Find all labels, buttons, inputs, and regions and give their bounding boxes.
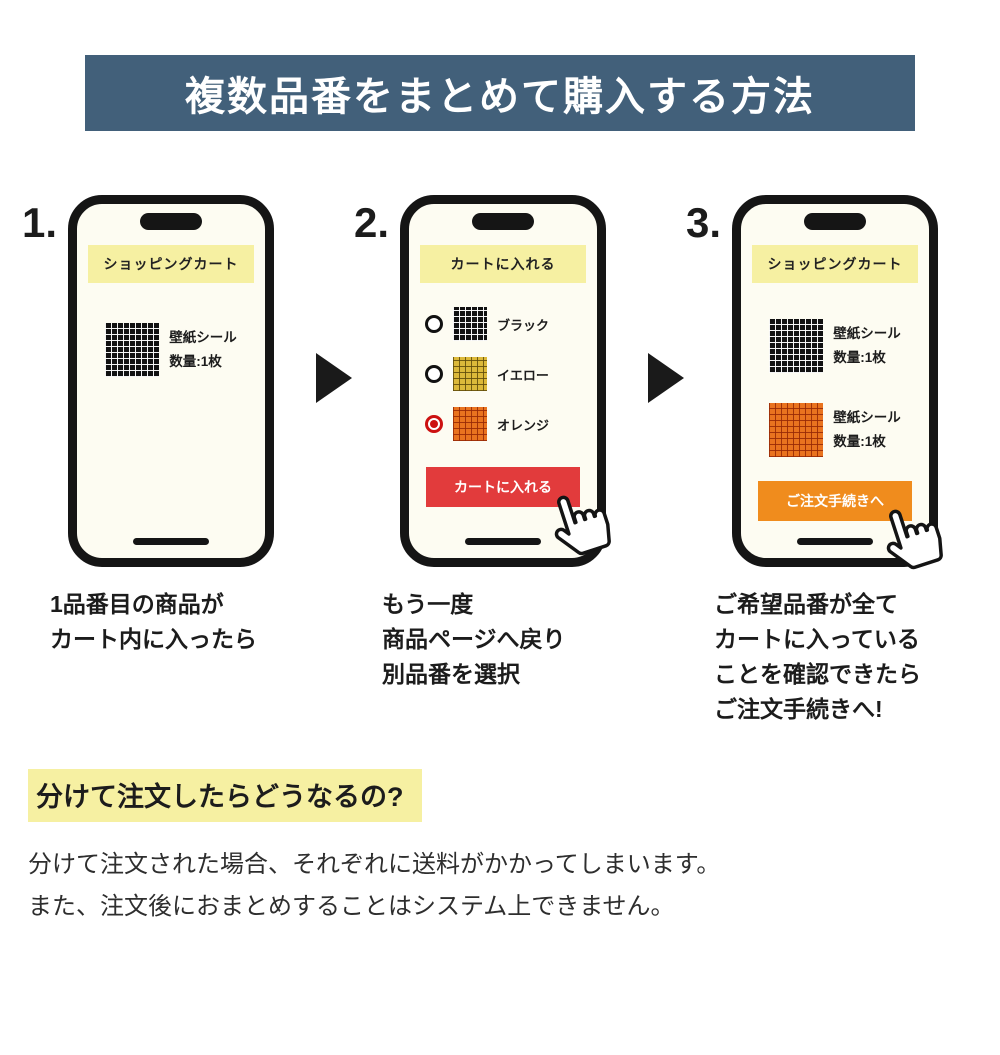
cart-screen-banner: ショッピングカート bbox=[88, 245, 254, 283]
product-name: 壁紙シール bbox=[833, 325, 901, 341]
step-caption-2: もう一度 商品ページへ戻り 別品番を選択 bbox=[382, 591, 566, 687]
steps-row: 1. ショッピングカート 壁紙シール 数量:1枚 1品番目の商品が カート内に入… bbox=[0, 195, 1000, 727]
product-quantity: 数量:1枚 bbox=[833, 350, 886, 365]
phone-notch bbox=[804, 213, 866, 230]
radio-button-selected[interactable] bbox=[425, 415, 443, 433]
add-to-cart-button[interactable]: カートに入れる bbox=[426, 467, 611, 556]
header-banner: 複数品番をまとめて購入する方法 bbox=[85, 55, 915, 131]
radio-button-unselected[interactable] bbox=[425, 315, 443, 333]
color-option-orange[interactable]: オレンジ bbox=[425, 407, 581, 441]
hand-cursor-icon bbox=[886, 509, 943, 570]
radio-button-unselected[interactable] bbox=[425, 365, 443, 383]
step-1: 1. ショッピングカート 壁紙シール 数量:1枚 1品番目の商品が カート内に入… bbox=[22, 195, 314, 657]
right-arrow-icon bbox=[648, 353, 684, 403]
color-options: ブラック イエロー オレンジ bbox=[409, 307, 597, 441]
faq-section: 分けて注文したらどうなるの? bbox=[28, 768, 1000, 822]
cart-item: 壁紙シール 数量:1枚 bbox=[741, 403, 929, 457]
step-3: 3. ショッピングカート 壁紙シール 数量:1枚 壁紙シール 数量:1枚 bbox=[686, 195, 978, 727]
add-to-cart-screen-banner: カートに入れる bbox=[420, 245, 586, 283]
product-quantity: 数量:1枚 bbox=[169, 354, 222, 369]
step-caption-3: ご希望品番が全て カートに入っている ことを確認できたら ご注文手続きへ! bbox=[714, 591, 921, 722]
step-number-2: 2. bbox=[354, 199, 390, 246]
faq-body-line: また、注文後におまとめすることはシステム上できません。 bbox=[28, 892, 675, 920]
faq-body-line: 分けて注文された場合、それぞれに送料がかかってしまいます。 bbox=[28, 850, 721, 878]
cart-screen-banner: ショッピングカート bbox=[752, 245, 918, 283]
faq-heading: 分けて注文したらどうなるの? bbox=[28, 768, 422, 822]
faq-body: 分けて注文された場合、それぞれに送料がかかってしまいます。 また、注文後におまと… bbox=[28, 844, 972, 928]
phone-mockup-3: ショッピングカート 壁紙シール 数量:1枚 壁紙シール 数量:1枚 bbox=[732, 195, 943, 570]
product-swatch-black bbox=[105, 323, 160, 377]
product-swatch-orange bbox=[769, 403, 824, 457]
step-caption-1: 1品番目の商品が カート内に入ったら bbox=[50, 591, 257, 652]
phone-notch bbox=[472, 213, 534, 230]
phone-home-bar bbox=[465, 538, 541, 545]
product-quantity: 数量:1枚 bbox=[833, 434, 886, 449]
checkout-button[interactable]: ご注文手続きへ bbox=[758, 481, 943, 570]
step-number-1: 1. bbox=[22, 199, 58, 246]
product-swatch-black bbox=[769, 319, 824, 373]
step-number-3: 3. bbox=[686, 199, 722, 246]
product-swatch-black bbox=[453, 307, 487, 341]
phone-mockup-2: カートに入れる ブラック イエロー オレンジ bbox=[400, 195, 611, 567]
hand-cursor-icon bbox=[554, 495, 611, 556]
phone-mockup-1: ショッピングカート 壁紙シール 数量:1枚 bbox=[68, 195, 274, 567]
product-swatch-yellow bbox=[453, 357, 487, 391]
product-name: 壁紙シール bbox=[833, 409, 901, 425]
cart-item: 壁紙シール 数量:1枚 bbox=[741, 319, 929, 373]
right-arrow-icon bbox=[316, 353, 352, 403]
phone-home-bar bbox=[133, 538, 209, 545]
color-option-black[interactable]: ブラック bbox=[425, 307, 581, 341]
phone-notch bbox=[140, 213, 202, 230]
product-name: 壁紙シール bbox=[169, 329, 237, 345]
cart-item: 壁紙シール 数量:1枚 bbox=[77, 323, 265, 377]
phone-home-bar bbox=[797, 538, 873, 545]
color-option-yellow[interactable]: イエロー bbox=[425, 357, 581, 391]
page-title: 複数品番をまとめて購入する方法 bbox=[185, 75, 815, 119]
step-2: 2. カートに入れる ブラック イエロー bbox=[354, 195, 646, 692]
product-swatch-orange bbox=[453, 407, 487, 441]
